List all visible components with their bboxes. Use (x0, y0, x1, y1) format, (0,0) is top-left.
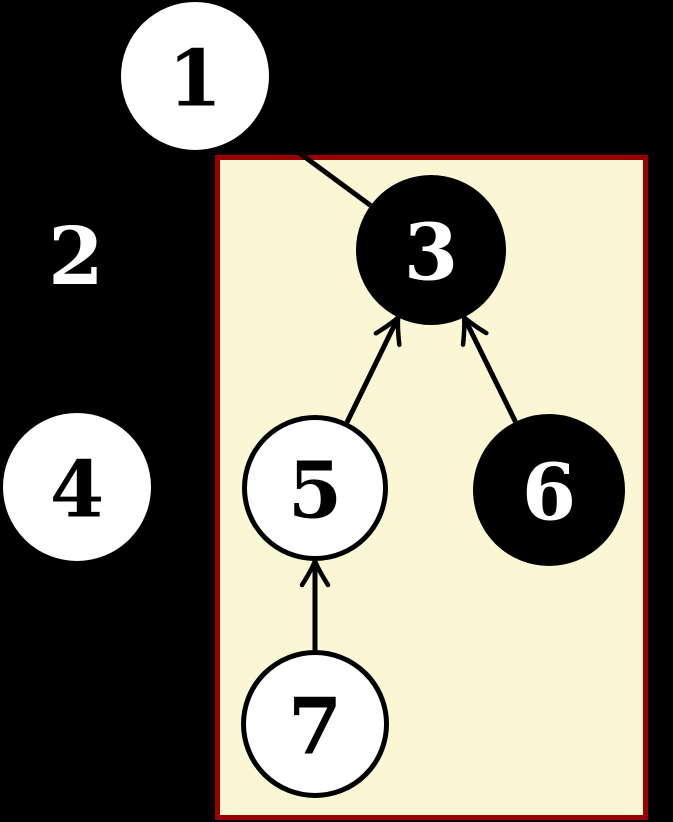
edge-1-3 (253, 117, 373, 208)
node-6-circle (473, 414, 625, 566)
node-1-circle (121, 2, 269, 150)
edge-5-3 (344, 320, 399, 424)
node-5-label: 5 (288, 446, 342, 537)
arrowhead-7-5 (299, 558, 331, 588)
node-7-circle (241, 650, 389, 798)
node-6-label: 6 (522, 448, 576, 539)
edge-6-3 (464, 320, 518, 423)
floating-label-2: 2 (48, 209, 104, 303)
node-3-label: 3 (404, 208, 458, 299)
node-1-label: 1 (168, 34, 222, 125)
arrowhead-5-3 (373, 315, 402, 347)
node-7-label: 7 (288, 682, 342, 773)
node-4-circle (3, 413, 151, 561)
node-5-circle (242, 415, 388, 561)
node-3-circle (356, 175, 506, 325)
node-4-label: 4 (50, 445, 104, 536)
arrowhead-6-3 (460, 315, 489, 347)
